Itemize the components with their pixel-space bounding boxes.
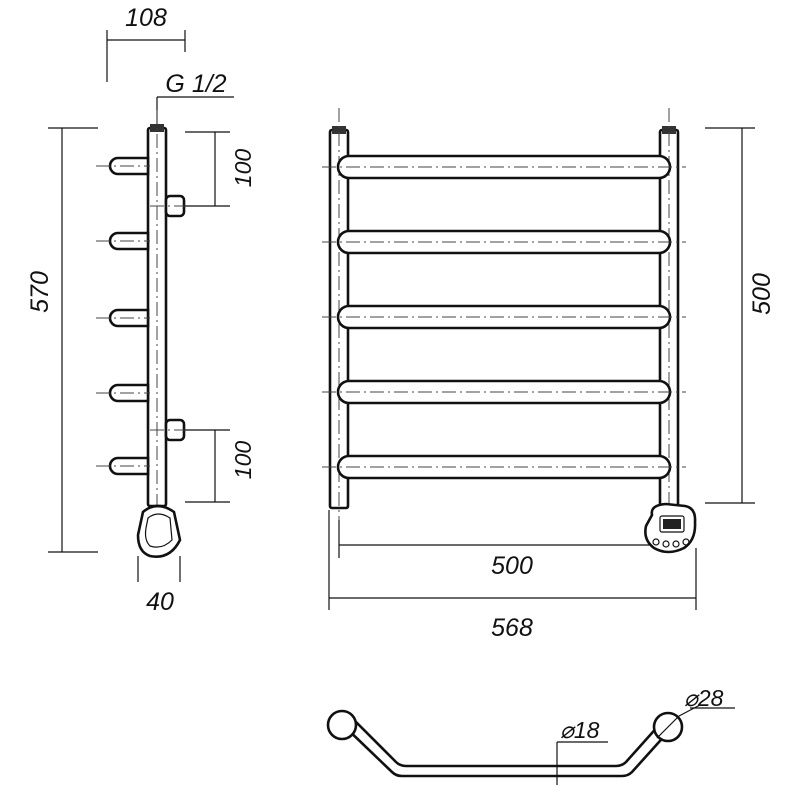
controller-button-1 (652, 538, 660, 546)
front-view: 500 500 568 (322, 108, 776, 642)
front-crossbars (322, 154, 686, 480)
top-left-pipe-circle (326, 709, 358, 741)
front-height-dimension: 500 (705, 127, 776, 504)
side-base-label: 40 (146, 588, 174, 616)
controller-button-3 (672, 540, 680, 548)
controller-button-2 (662, 540, 670, 548)
side-height-dimension: 570 (26, 127, 98, 553)
side-heater-element: 40 (136, 504, 182, 616)
controller-unit (644, 502, 697, 554)
thread-callout: G 1/2 (156, 70, 234, 125)
side-height-label: 570 (26, 271, 54, 313)
front-axis-width-dimension: 500 (338, 520, 650, 580)
side-top-spacing-label: 100 (230, 149, 256, 188)
small-diameter-label: ⌀18 (560, 717, 600, 743)
side-bottom-spacing-dimension: 100 (185, 429, 256, 503)
front-height-label: 500 (748, 273, 776, 315)
side-top-spacing-dimension: 100 (185, 131, 256, 207)
controller-button-4 (682, 538, 690, 546)
side-bottom-spacing-label: 100 (230, 441, 256, 480)
depth-label: 108 (125, 4, 167, 32)
depth-dimension: 108 (106, 4, 186, 82)
side-view: 108 G 1/2 570 (26, 4, 256, 616)
front-total-width-dimension: 568 (328, 510, 697, 642)
side-crossbars (96, 156, 150, 476)
front-axis-width-label: 500 (491, 552, 533, 580)
thread-label: G 1/2 (165, 70, 226, 98)
controller-display (659, 515, 685, 533)
front-total-width-label: 568 (491, 614, 533, 642)
large-diameter-label: ⌀28 (684, 685, 724, 711)
top-view-profile: ⌀28 ⌀18 (326, 685, 735, 785)
